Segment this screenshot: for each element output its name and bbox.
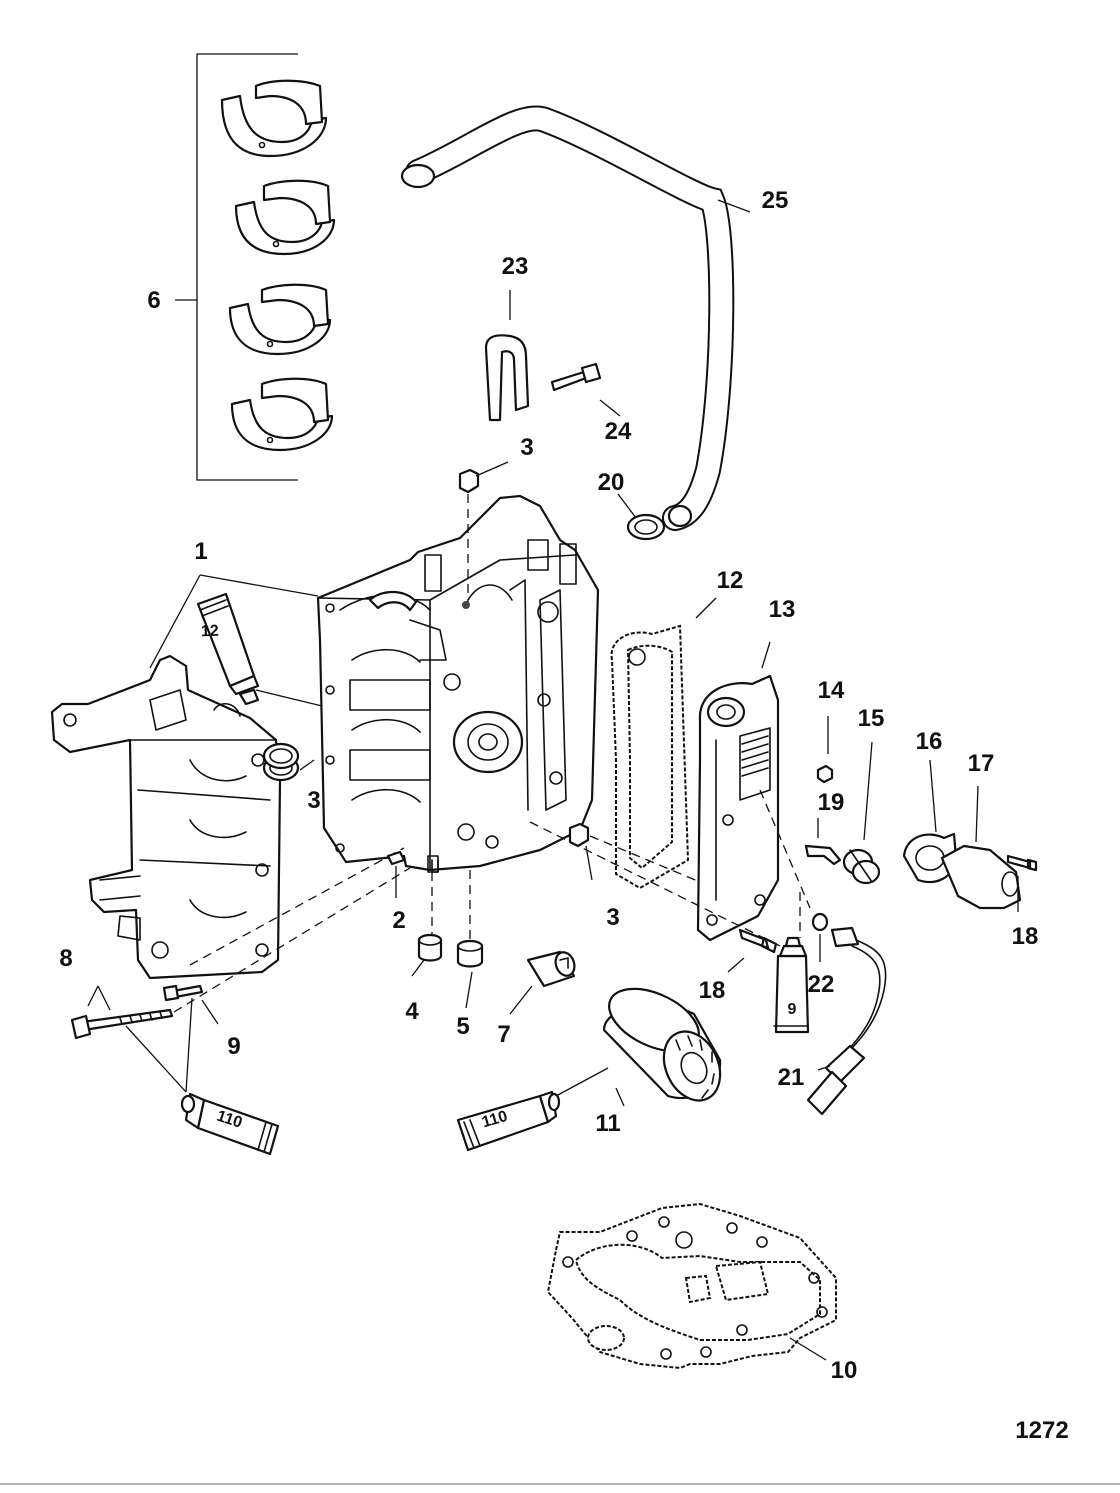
- callout-3-left: 3: [307, 787, 320, 814]
- hose-clamp: [626, 513, 666, 541]
- powerhead-base-gasket: [546, 1202, 837, 1370]
- bearing-group-bracket: [196, 53, 298, 481]
- callout-10: 10: [831, 1357, 858, 1384]
- callout-18-right: 18: [1012, 923, 1039, 950]
- screw-9: [162, 984, 204, 1002]
- cylinder-block: [316, 494, 600, 873]
- dowel-pin-4: [417, 933, 443, 962]
- callout-3-right: 3: [606, 904, 619, 931]
- callout-21: 21: [778, 1064, 805, 1091]
- exhaust-gasket: [610, 624, 690, 890]
- callout-15: 15: [858, 705, 885, 732]
- sealant-tube-110-right: 110: [456, 1090, 561, 1152]
- o-ring: [811, 912, 829, 932]
- exhaust-cover: [696, 674, 780, 942]
- callout-5: 5: [456, 1013, 469, 1040]
- main-bearing-1: [220, 79, 328, 158]
- tube-12-label: 12: [201, 623, 219, 641]
- callout-16: 16: [916, 728, 943, 755]
- sealant-tube-9: 9: [773, 936, 810, 1034]
- thermostat: [842, 848, 881, 885]
- callout-22: 22: [808, 971, 835, 998]
- bolt-8: [70, 1008, 174, 1040]
- crankcase-cover: [50, 654, 282, 980]
- callout-12: 12: [717, 567, 744, 594]
- thermostat-cover: [940, 844, 1022, 910]
- callout-9: 9: [227, 1033, 240, 1060]
- sleeve: [526, 950, 576, 988]
- callout-8: 8: [59, 945, 72, 972]
- callout-20: 20: [598, 469, 625, 496]
- temperature-sensor: [806, 926, 887, 1116]
- callout-2: 2: [392, 907, 405, 934]
- sealant-tube-12: 12: [196, 592, 260, 706]
- plug-top: [458, 468, 480, 494]
- bolt-18-right: [1006, 854, 1038, 872]
- callout-18-left: 18: [699, 977, 726, 1004]
- diagram-id: 1272: [1015, 1417, 1068, 1444]
- callout-13: 13: [769, 596, 796, 623]
- main-bearing-2: [234, 179, 336, 256]
- callout-4: 4: [405, 998, 419, 1025]
- tube-110-right-label: 110: [480, 1108, 510, 1131]
- plug-lower: [568, 822, 590, 848]
- callout-19: 19: [818, 789, 845, 816]
- callout-3-top: 3: [520, 434, 533, 461]
- oil-seal: [262, 742, 300, 782]
- callout-1: 1: [194, 538, 207, 565]
- bracket-clip: [484, 334, 530, 422]
- sealant-tube-110-left: 110: [180, 1092, 280, 1156]
- callout-7: 7: [497, 1021, 510, 1048]
- fitting: [804, 844, 842, 866]
- main-bearing-4: [230, 377, 334, 452]
- callout-14: 14: [818, 677, 845, 704]
- bolt-18-left: [738, 928, 778, 954]
- callout-17: 17: [968, 750, 995, 777]
- callout-11: 11: [595, 1110, 620, 1137]
- callout-23: 23: [502, 253, 529, 280]
- callout-6: 6: [147, 287, 160, 314]
- nut: [816, 764, 834, 784]
- tube-9-label: 9: [788, 1001, 797, 1018]
- screw-24: [550, 362, 602, 392]
- hose: [400, 105, 735, 531]
- dowel-pin-5: [456, 939, 484, 968]
- callout-24: 24: [605, 418, 632, 445]
- main-bearing-3: [228, 283, 332, 356]
- oil-filter: [602, 987, 722, 1102]
- main-bearing-set: [220, 79, 336, 452]
- callout-25: 25: [762, 187, 789, 214]
